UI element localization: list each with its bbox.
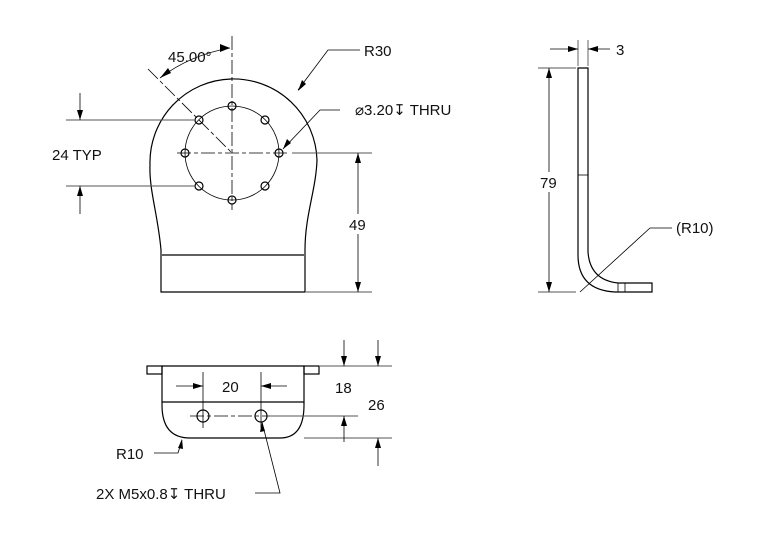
bottom-outline (161, 365, 305, 439)
side-view: 3 79 (R10) (538, 40, 714, 293)
angle-label: 45.00° (168, 49, 212, 66)
hole-offset-label: 18 (335, 380, 352, 397)
tap-callout: 2X M5x0.8↧ THRU (96, 486, 226, 503)
hole-callout: ⌀3.20↧ THRU (355, 102, 451, 119)
bracket-outline (149, 78, 318, 293)
depth-label: 26 (368, 397, 385, 414)
side-profile (577, 67, 653, 293)
bottom-view: 20 18 26 R10 2X M5x0.8↧ THRU (96, 340, 392, 503)
height-label-49: 49 (349, 217, 366, 234)
bend-radius-label: (R10) (676, 220, 714, 237)
side-height-label: 79 (540, 175, 557, 192)
thickness-label: 3 (616, 42, 624, 59)
hole-spacing-label: 20 (222, 379, 239, 396)
front-view: 45.00° R30 ⌀3.20↧ THRU 24 TYP 49 (52, 36, 451, 293)
corner-radius-label: R10 (116, 446, 144, 463)
spacing-label: 24 TYP (52, 147, 102, 164)
angle-centerline (147, 68, 233, 154)
radius-label: R30 (364, 43, 392, 60)
